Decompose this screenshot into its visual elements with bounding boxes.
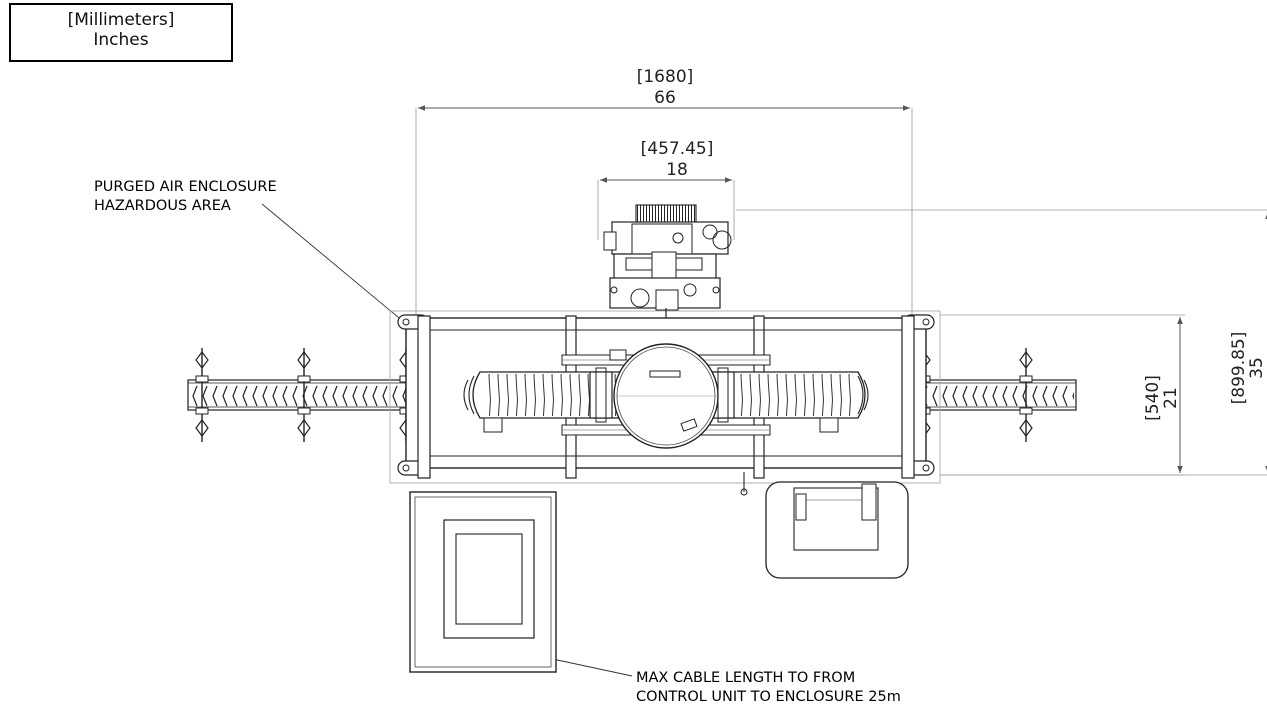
dimension-head-width: [457.45] 18 [597, 139, 735, 240]
note-cable: MAX CABLE LENGTH TO FROM CONTROL UNIT TO… [533, 654, 901, 705]
overall-depth-mm: [899.85] [1229, 332, 1249, 405]
overall-width-mm: [1680] [637, 67, 694, 87]
dimension-overall-depth: [899.85] 35 [736, 209, 1267, 476]
note-cable-line2: CONTROL UNIT TO ENCLOSURE 25m [636, 689, 901, 705]
right-conveyor [909, 348, 1077, 442]
note-enclosure-line1: PURGED AIR ENCLOSURE [94, 179, 277, 195]
enclosure-outline [389, 310, 941, 484]
conveyor-guide-post [195, 348, 209, 442]
conveyor-guide-post [297, 348, 311, 442]
head-width-mm: [457.45] [641, 139, 714, 159]
overall-width-in: 66 [654, 88, 676, 108]
overall-depth-in: 35 [1247, 357, 1267, 379]
conveyor-guide-post [1019, 348, 1033, 442]
left-conveyor [187, 348, 421, 442]
frame-depth-mm: [540] [1143, 375, 1163, 421]
head-assembly [603, 204, 732, 318]
units-legend-inches: Inches [93, 30, 149, 50]
central-drum [609, 343, 719, 449]
units-legend: [Millimeters] Inches [9, 3, 233, 62]
dimension-frame-depth: [540] 21 [940, 314, 1185, 476]
control-unit [409, 491, 557, 673]
units-legend-mm: [Millimeters] [67, 10, 175, 30]
head-width-in: 18 [666, 160, 688, 180]
note-cable-line1: MAX CABLE LENGTH TO FROM [636, 670, 855, 686]
reject-unit [740, 472, 909, 579]
note-enclosure-line2: HAZARDOUS AREA [94, 198, 231, 214]
dimension-overall-width: [1680] 66 [415, 67, 913, 318]
note-enclosure: PURGED AIR ENCLOSURE HAZARDOUS AREA [94, 179, 441, 353]
frame-depth-in: 21 [1161, 387, 1181, 409]
